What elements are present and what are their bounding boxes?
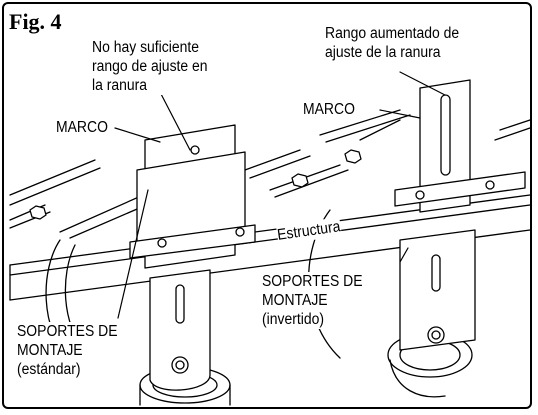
figure-border — [2, 2, 532, 409]
bolts — [29, 149, 362, 220]
label-more-range: Rango aumentado de ajuste de la ranura — [325, 24, 460, 62]
label-no-range: No hay suficiente rango de ajuste en la … — [92, 38, 208, 95]
leader-lines — [114, 71, 446, 319]
label-frame-right: MARCO — [303, 100, 355, 119]
left-bracket-assembly — [129, 124, 256, 391]
label-brackets-inverted: SOPORTES DE MONTAJE (invertido) — [262, 272, 363, 329]
label-frame-left: MARCO — [56, 118, 108, 137]
label-brackets-standard: SOPORTES DE MONTAJE (estándar) — [17, 322, 118, 379]
right-bracket-assembly — [394, 79, 526, 351]
figure-title: Fig. 4 — [9, 9, 62, 34]
